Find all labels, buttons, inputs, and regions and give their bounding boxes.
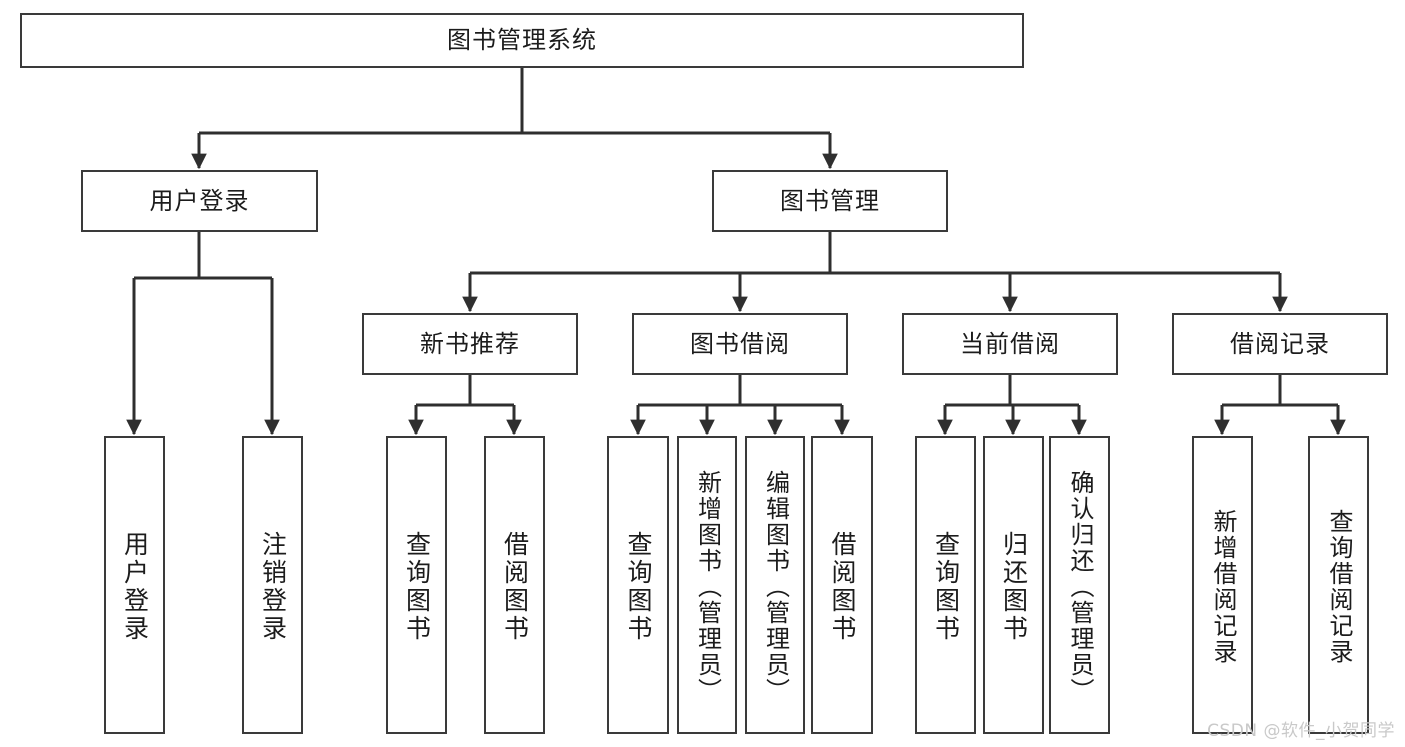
node-label: 图书管理: [780, 186, 880, 215]
leaf-borrow-borrow-book[interactable]: 借阅图书: [811, 436, 873, 734]
node-user-login[interactable]: 用户登录: [81, 170, 318, 232]
node-label: 用户登录: [149, 186, 250, 215]
node-book-management[interactable]: 图书管理: [712, 170, 948, 232]
node-label: 图书借阅: [690, 329, 790, 358]
node-label: 借阅图书: [500, 531, 530, 643]
node-label: 注销登录: [258, 531, 288, 643]
leaf-current-query-book[interactable]: 查询图书: [915, 436, 976, 734]
node-label: 当前借阅: [960, 329, 1060, 358]
node-label: 查询图书: [624, 531, 653, 643]
node-label: 编辑图书（管理员）: [761, 470, 790, 704]
leaf-current-confirm-return-admin[interactable]: 确认归还（管理员）: [1049, 436, 1110, 734]
leaf-record-query-record[interactable]: 查询借阅记录: [1308, 436, 1369, 734]
leaf-recommend-borrow-book[interactable]: 借阅图书: [484, 436, 545, 734]
node-label: 新增借阅记录: [1208, 509, 1237, 665]
leaf-current-return-book[interactable]: 归还图书: [983, 436, 1044, 734]
leaf-user-login-logout[interactable]: 注销登录: [242, 436, 303, 734]
node-label: 借阅记录: [1230, 329, 1330, 358]
node-root-system[interactable]: 图书管理系统: [20, 13, 1024, 68]
node-label: 归还图书: [999, 531, 1029, 643]
node-label: 查询借阅记录: [1324, 509, 1353, 665]
node-current-borrow[interactable]: 当前借阅: [902, 313, 1118, 375]
node-label: 借阅图书: [828, 531, 857, 643]
node-book-borrow[interactable]: 图书借阅: [632, 313, 848, 375]
node-label: 查询图书: [931, 531, 961, 643]
node-label: 确认归还（管理员）: [1065, 470, 1094, 704]
leaf-borrow-add-book-admin[interactable]: 新增图书（管理员）: [677, 436, 737, 734]
node-label: 图书管理系统: [447, 26, 597, 55]
node-label: 新增图书（管理员）: [693, 470, 722, 704]
leaf-user-login-login[interactable]: 用户登录: [104, 436, 165, 734]
node-new-book-recommend[interactable]: 新书推荐: [362, 313, 578, 375]
node-label: 查询图书: [402, 531, 432, 643]
leaf-borrow-edit-book-admin[interactable]: 编辑图书（管理员）: [745, 436, 805, 734]
node-label: 用户登录: [120, 531, 150, 643]
leaf-recommend-query-book[interactable]: 查询图书: [386, 436, 447, 734]
leaf-borrow-query-book[interactable]: 查询图书: [607, 436, 669, 734]
node-borrow-record[interactable]: 借阅记录: [1172, 313, 1388, 375]
leaf-record-add-record[interactable]: 新增借阅记录: [1192, 436, 1253, 734]
node-label: 新书推荐: [420, 329, 520, 358]
